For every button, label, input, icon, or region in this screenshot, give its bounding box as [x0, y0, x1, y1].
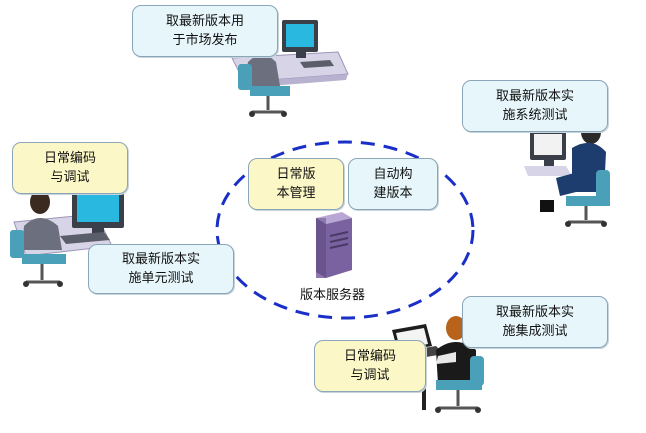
- label-unit-test: 取最新版本实 施单元测试: [88, 244, 234, 294]
- label-system-test: 取最新版本实 施系统测试: [462, 80, 608, 132]
- label-auto-build: 自动构 建版本: [348, 158, 438, 210]
- server-caption: 版本服务器: [300, 288, 366, 303]
- label-version-management: 日常版 本管理: [248, 158, 344, 210]
- server-icon: [316, 212, 352, 278]
- network-circle: [215, 140, 475, 320]
- label-coding-bottom: 日常编码 与调试: [314, 340, 426, 392]
- workstation-icon: [524, 120, 610, 227]
- label-release: 取最新版本用 于市场发布: [132, 5, 278, 57]
- label-coding-left: 日常编码 与调试: [12, 142, 128, 194]
- label-integration-test: 取最新版本实 施集成测试: [462, 296, 608, 348]
